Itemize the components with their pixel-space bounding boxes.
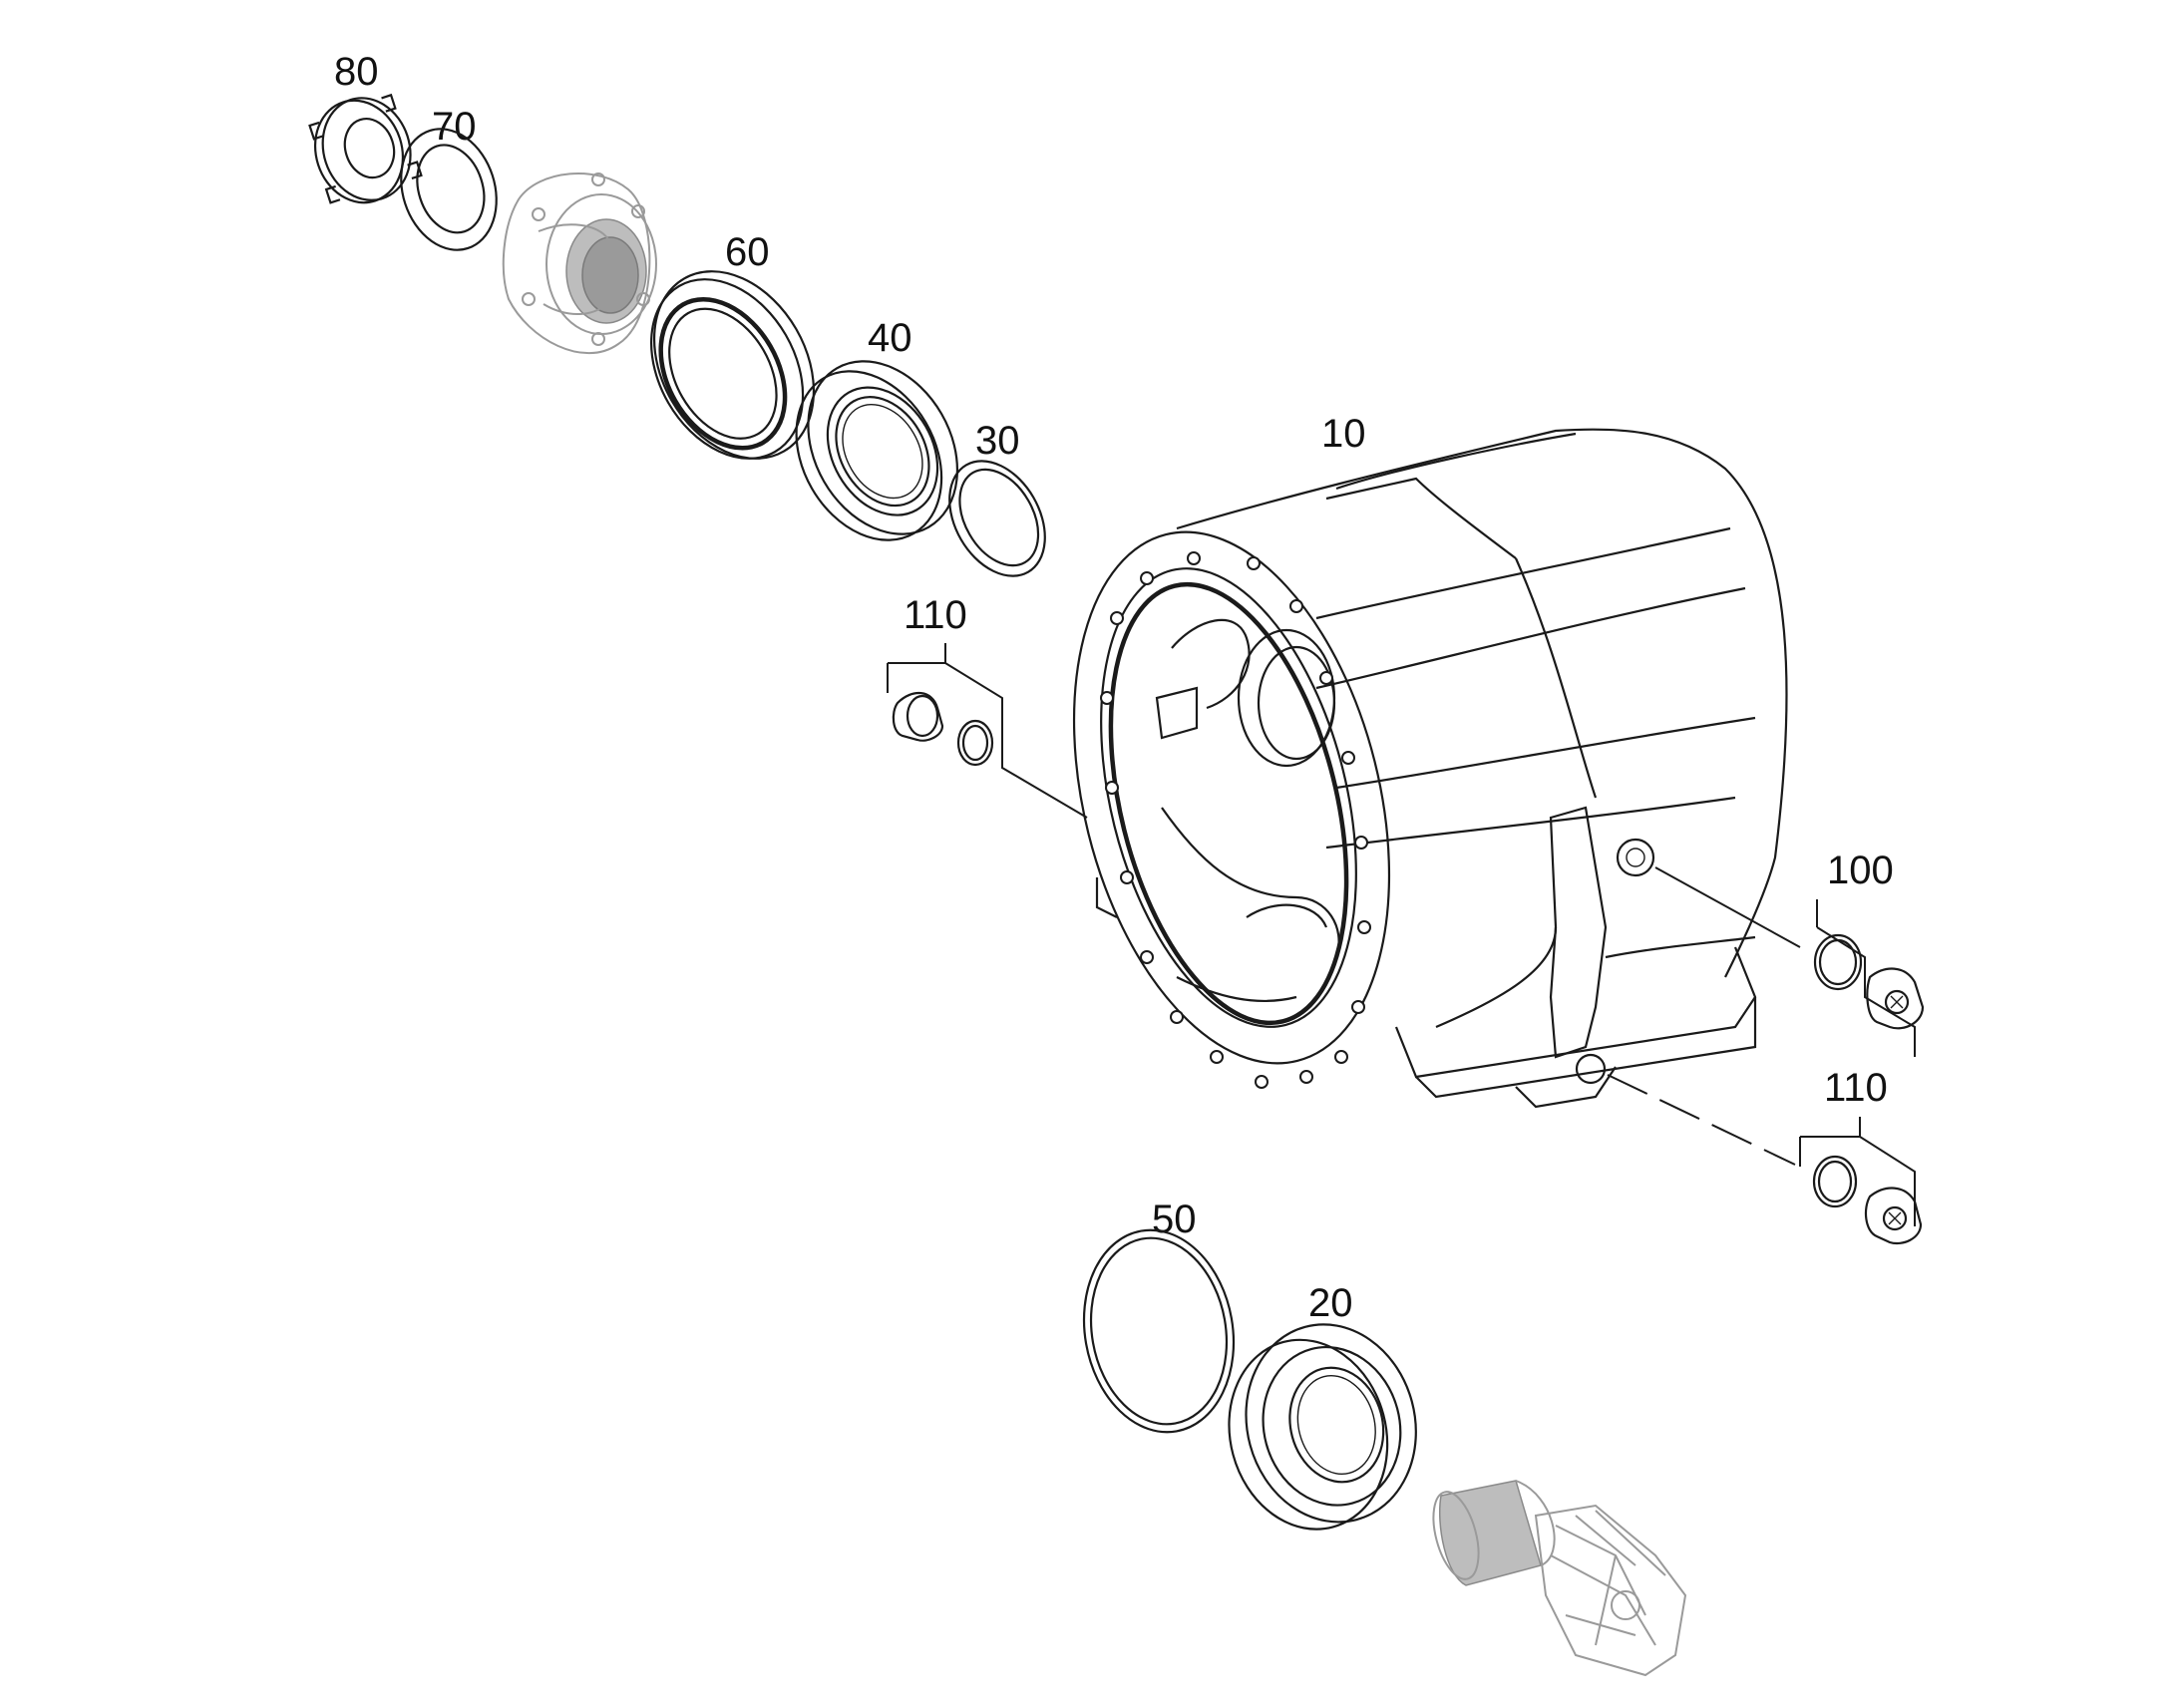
pinion-gear-context-part <box>1432 1480 1687 1677</box>
tapered-bearing-part-20[interactable] <box>1206 1305 1438 1547</box>
housing-part-10[interactable] <box>1023 428 1788 1109</box>
plug-assembly-part-110-bottom[interactable] <box>1607 1074 1923 1245</box>
callout-70[interactable]: 70 <box>432 105 477 149</box>
callout-110-top[interactable]: 110 <box>904 593 967 637</box>
callout-60[interactable]: 60 <box>725 230 770 274</box>
flange-context-part <box>502 172 657 355</box>
callout-80[interactable]: 80 <box>334 50 379 94</box>
callout-10[interactable]: 10 <box>1321 412 1366 456</box>
o-ring-part-50[interactable] <box>1068 1218 1249 1445</box>
plug-assembly-part-100[interactable] <box>1654 866 1925 1057</box>
callout-110-bottom[interactable]: 110 <box>1824 1066 1888 1110</box>
shaft-seal-part-60[interactable] <box>618 242 846 489</box>
tapered-bearing-part-40[interactable] <box>766 334 987 567</box>
callout-40[interactable]: 40 <box>868 316 912 360</box>
slotted-nut-part-80[interactable] <box>302 86 424 213</box>
plug-assembly-part-110-top[interactable] <box>887 643 1088 819</box>
callout-30[interactable]: 30 <box>975 419 1020 463</box>
washer-part-70[interactable] <box>386 117 512 262</box>
callout-100[interactable]: 100 <box>1827 849 1894 892</box>
callout-20[interactable]: 20 <box>1308 1281 1353 1325</box>
snap-ring-part-30[interactable] <box>930 444 1065 592</box>
